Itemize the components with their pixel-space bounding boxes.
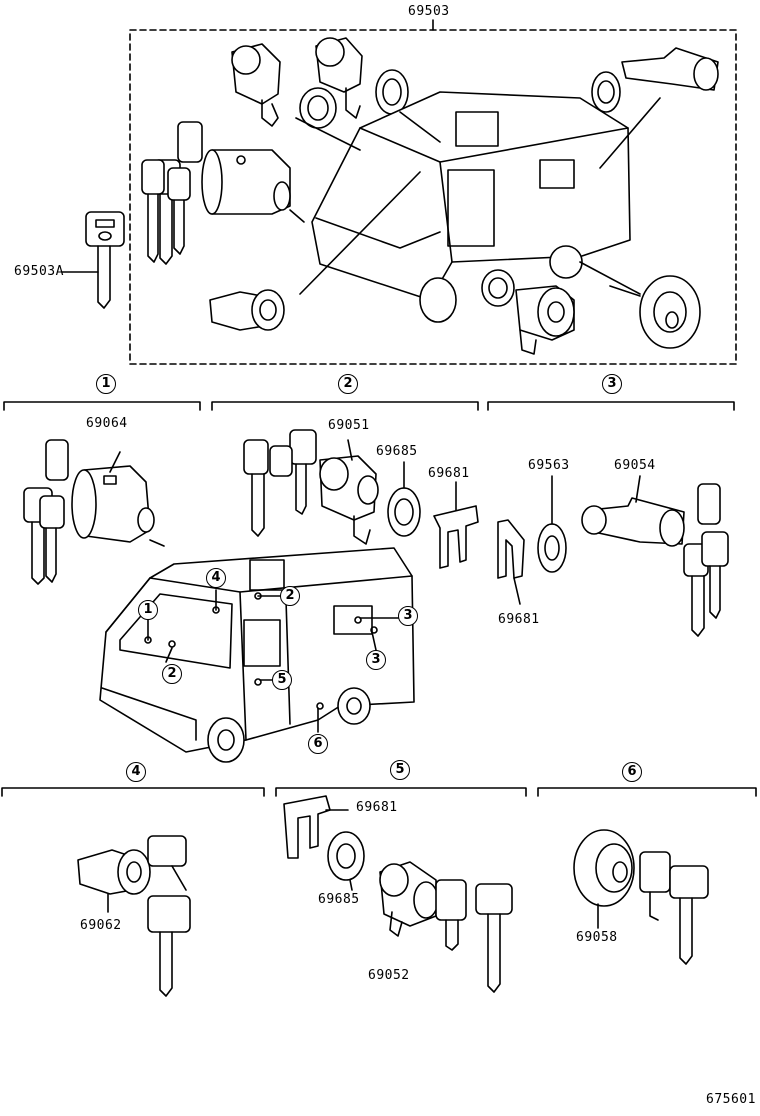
part-69054-label: 69054	[614, 458, 656, 473]
kit-side-cylinder-icon	[515, 285, 575, 355]
section-brackets-row1	[3, 401, 735, 411]
section5-keys-icon	[435, 879, 513, 993]
kit-keys-icon	[141, 121, 203, 265]
master-key-icon	[61, 211, 125, 309]
section2-keys-icon	[243, 429, 317, 537]
section4-keys-icon	[147, 835, 191, 997]
kit-back-cylinder-icon	[621, 47, 719, 91]
part-69681-label-s5: 69681	[356, 800, 398, 815]
part-69685-label-s5: 69685	[318, 892, 360, 907]
section5-cylinder-icon	[379, 861, 439, 937]
section1-cylinder-icon	[71, 451, 165, 547]
master-key-label: 69503A	[14, 264, 64, 279]
section-1-number: 1	[96, 374, 116, 394]
van-callout-3a: 3	[398, 606, 418, 626]
section-4-number: 4	[126, 762, 146, 782]
kit-cylinder-small-icon	[231, 37, 363, 127]
part-69052-label: 69052	[368, 968, 410, 983]
kit-van-icon	[295, 91, 661, 323]
section3-cylinder-icon	[581, 475, 685, 547]
part-69051-label: 69051	[328, 418, 370, 433]
section-brackets-row2	[1, 787, 757, 797]
kit-fuel-cap-lock-icon	[609, 275, 701, 349]
section3-clip-icon	[497, 519, 525, 605]
reference-van-icon	[99, 547, 415, 763]
kit-box	[129, 19, 737, 365]
section2-retainer-icon	[387, 461, 421, 537]
van-callout-2b: 2	[280, 586, 300, 606]
van-callout-5: 5	[272, 670, 292, 690]
section6-keys-icon	[639, 851, 709, 965]
part-69681-label-s3: 69681	[498, 612, 540, 627]
van-callout-6: 6	[308, 734, 328, 754]
section-3-number: 3	[602, 374, 622, 394]
van-callout-2a: 2	[162, 664, 182, 684]
section2-clip-icon	[433, 481, 479, 569]
van-callout-1: 1	[138, 600, 158, 620]
part-69064-label: 69064	[86, 416, 128, 431]
part-69563-label: 69563	[528, 458, 570, 473]
section3-keys-icon	[683, 483, 729, 637]
kit-ignition-icon	[209, 289, 285, 331]
kit-door-cylinder-icon	[201, 149, 305, 223]
section2-cylinder-icon	[319, 439, 379, 545]
van-callout-4: 4	[206, 568, 226, 588]
van-callout-3b: 3	[366, 650, 386, 670]
section-6-number: 6	[622, 762, 642, 782]
section-2-number: 2	[338, 374, 358, 394]
section-5-number: 5	[390, 760, 410, 780]
part-69685-label-s2: 69685	[376, 444, 418, 459]
section4-ignition-icon	[77, 849, 151, 913]
section3-retainer-icon	[537, 475, 567, 573]
section1-keys-icon	[23, 439, 69, 585]
part-69058-label: 69058	[576, 930, 618, 945]
section5-retainer-icon	[327, 831, 365, 891]
part-69062-label: 69062	[80, 918, 122, 933]
kit-label: 69503	[408, 4, 450, 19]
section6-fuel-lock-icon	[573, 829, 635, 929]
figure-id: 675601	[706, 1092, 756, 1107]
part-69681-label-s2: 69681	[428, 466, 470, 481]
section5-clip-icon	[283, 795, 349, 859]
